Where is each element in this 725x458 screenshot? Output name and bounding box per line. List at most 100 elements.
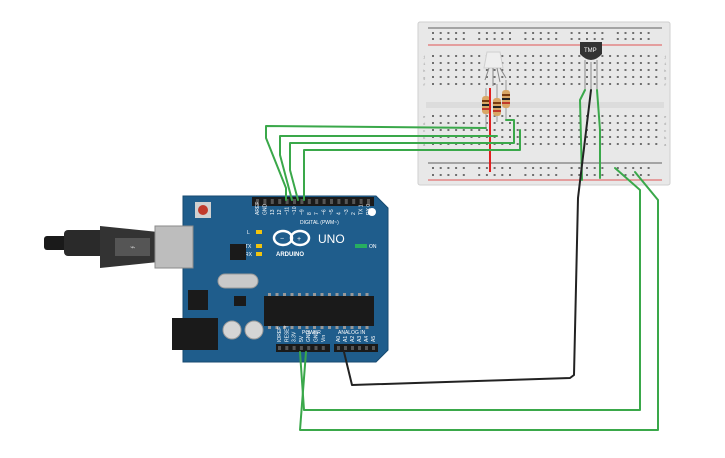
rail-hole[interactable] [586, 174, 588, 176]
rail-hole[interactable] [593, 38, 596, 40]
rail-hole[interactable] [555, 167, 558, 169]
rail-hole[interactable] [570, 174, 573, 176]
terminal-hole[interactable] [524, 115, 527, 117]
terminal-hole[interactable] [532, 129, 535, 131]
rail-hole[interactable] [593, 174, 596, 176]
analog-socket[interactable] [351, 346, 354, 350]
terminal-hole[interactable] [439, 55, 442, 57]
rail-hole[interactable] [532, 174, 535, 176]
terminal-hole[interactable] [432, 83, 434, 85]
terminal-hole[interactable] [493, 122, 496, 124]
terminal-hole[interactable] [609, 115, 612, 117]
terminal-hole[interactable] [455, 62, 458, 64]
terminal-hole[interactable] [578, 55, 581, 57]
terminal-hole[interactable] [601, 62, 604, 64]
terminal-hole[interactable] [509, 115, 511, 117]
rail-hole[interactable] [493, 32, 496, 34]
rail-hole[interactable] [647, 174, 650, 176]
rail-hole[interactable] [509, 167, 511, 169]
terminal-hole[interactable] [609, 129, 612, 131]
terminal-hole[interactable] [524, 69, 527, 71]
rail-hole[interactable] [632, 167, 635, 169]
header-socket[interactable] [344, 199, 348, 204]
terminal-hole[interactable] [478, 76, 481, 78]
terminal-hole[interactable] [570, 122, 573, 124]
terminal-hole[interactable] [601, 115, 604, 117]
terminal-hole[interactable] [578, 136, 581, 138]
terminal-hole[interactable] [624, 136, 627, 138]
rail-hole[interactable] [455, 167, 458, 169]
terminal-hole[interactable] [493, 69, 496, 71]
terminal-hole[interactable] [562, 83, 565, 85]
terminal-hole[interactable] [432, 55, 434, 57]
rail-hole[interactable] [593, 32, 596, 34]
rail-hole[interactable] [478, 174, 481, 176]
terminal-hole[interactable] [593, 129, 596, 131]
terminal-hole[interactable] [470, 129, 473, 131]
rail-hole[interactable] [586, 32, 588, 34]
rail-hole[interactable] [547, 174, 550, 176]
terminal-hole[interactable] [586, 69, 588, 71]
terminal-hole[interactable] [609, 122, 612, 124]
terminal-hole[interactable] [524, 122, 527, 124]
rail-hole[interactable] [462, 167, 465, 169]
terminal-hole[interactable] [616, 115, 619, 117]
terminal-hole[interactable] [485, 129, 488, 131]
power-socket[interactable] [314, 346, 318, 350]
terminal-hole[interactable] [562, 55, 565, 57]
rail-hole[interactable] [555, 38, 558, 40]
terminal-hole[interactable] [493, 115, 496, 117]
terminal-hole[interactable] [509, 76, 511, 78]
terminal-hole[interactable] [532, 122, 535, 124]
rail-hole[interactable] [578, 38, 581, 40]
terminal-hole[interactable] [516, 115, 519, 117]
terminal-hole[interactable] [493, 83, 496, 85]
terminal-hole[interactable] [616, 62, 619, 64]
header-socket[interactable] [270, 199, 274, 204]
terminal-hole[interactable] [509, 62, 511, 64]
rail-hole[interactable] [532, 167, 535, 169]
terminal-hole[interactable] [586, 136, 588, 138]
terminal-hole[interactable] [562, 115, 565, 117]
terminal-hole[interactable] [616, 143, 619, 145]
terminal-hole[interactable] [524, 136, 527, 138]
terminal-hole[interactable] [647, 115, 650, 117]
rail-hole[interactable] [447, 32, 450, 34]
rail-hole[interactable] [432, 38, 434, 40]
rail-hole[interactable] [570, 32, 573, 34]
terminal-hole[interactable] [639, 129, 642, 131]
rail-hole[interactable] [493, 174, 496, 176]
terminal-hole[interactable] [532, 62, 535, 64]
terminal-hole[interactable] [555, 62, 558, 64]
terminal-hole[interactable] [547, 129, 550, 131]
terminal-hole[interactable] [547, 136, 550, 138]
terminal-hole[interactable] [547, 76, 550, 78]
rail-hole[interactable] [616, 38, 619, 40]
terminal-hole[interactable] [578, 69, 581, 71]
terminal-hole[interactable] [539, 69, 542, 71]
header-socket[interactable] [359, 199, 363, 204]
rail-hole[interactable] [509, 32, 511, 34]
terminal-hole[interactable] [578, 115, 581, 117]
terminal-hole[interactable] [562, 129, 565, 131]
terminal-hole[interactable] [501, 129, 504, 131]
rail-hole[interactable] [485, 32, 488, 34]
terminal-hole[interactable] [539, 62, 542, 64]
terminal-hole[interactable] [524, 62, 527, 64]
terminal-hole[interactable] [562, 76, 565, 78]
rail-hole[interactable] [447, 38, 450, 40]
header-socket[interactable] [293, 199, 296, 204]
terminal-hole[interactable] [509, 136, 511, 138]
header-socket[interactable] [263, 199, 267, 204]
rail-hole[interactable] [547, 32, 550, 34]
terminal-hole[interactable] [639, 55, 642, 57]
terminal-hole[interactable] [655, 115, 658, 117]
rail-hole[interactable] [601, 38, 604, 40]
rail-hole[interactable] [432, 32, 434, 34]
rail-hole[interactable] [624, 167, 627, 169]
terminal-hole[interactable] [509, 83, 511, 85]
rail-hole[interactable] [485, 167, 488, 169]
terminal-hole[interactable] [555, 136, 558, 138]
terminal-hole[interactable] [485, 115, 488, 117]
rail-hole[interactable] [578, 32, 581, 34]
